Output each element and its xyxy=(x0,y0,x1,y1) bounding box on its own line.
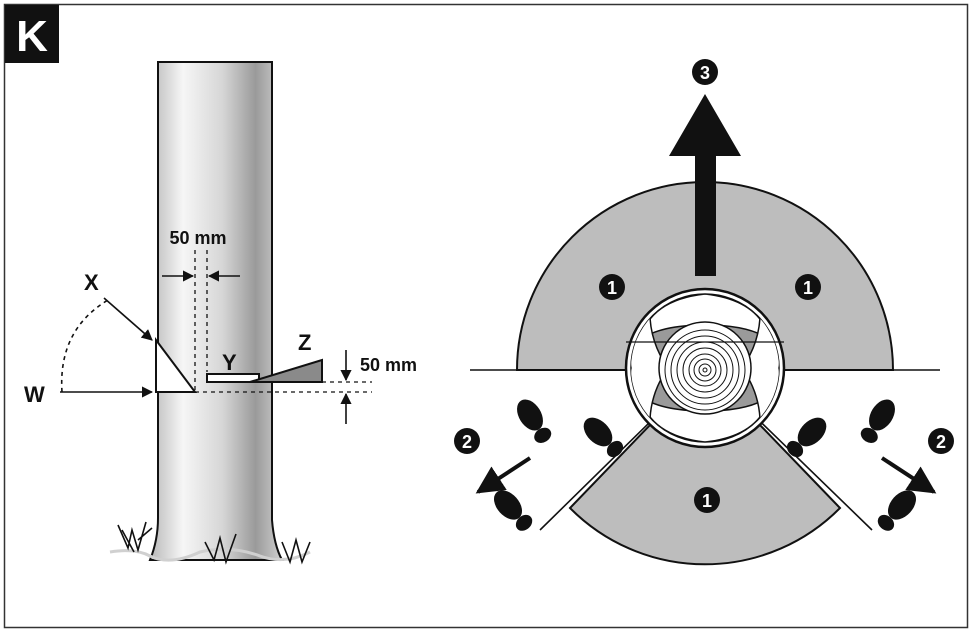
marker-danger-zone-back: 1 xyxy=(694,487,720,513)
footprints-left xyxy=(493,399,624,531)
svg-text:2: 2 xyxy=(462,432,472,452)
marker-escape-route-right: 2 xyxy=(928,428,954,454)
marker-escape-route-left: 2 xyxy=(454,428,480,454)
figure-frame xyxy=(3,3,969,629)
svg-text:1: 1 xyxy=(803,278,813,298)
label-x: X xyxy=(84,270,99,295)
felling-cut xyxy=(206,373,260,383)
svg-text:1: 1 xyxy=(607,278,617,298)
felling-notch xyxy=(155,337,197,393)
guide-lines xyxy=(194,250,372,393)
felling-wedge xyxy=(249,358,323,383)
marker-danger-zone-right: 1 xyxy=(795,274,821,300)
escape-arrows xyxy=(475,456,937,494)
label-z: Z xyxy=(298,330,311,355)
grass-tufts xyxy=(117,521,311,565)
label-y: Y xyxy=(222,350,237,375)
danger-zone-back xyxy=(568,366,842,566)
footprints-right xyxy=(786,399,917,531)
svg-text:1: 1 xyxy=(702,491,712,511)
panel-letter: K xyxy=(16,12,48,61)
tree-trunk xyxy=(109,61,311,562)
stump-cross-section xyxy=(624,287,786,449)
fall-direction-arrow xyxy=(669,94,741,276)
label-w: W xyxy=(24,382,45,407)
step-height-label: 50 mm xyxy=(360,355,417,375)
marker-fall-direction: 3 xyxy=(692,59,718,85)
marker-danger-zone-left: 1 xyxy=(599,274,625,300)
ground-line xyxy=(109,547,311,562)
notch-angle-indicators xyxy=(60,297,154,398)
hinge-width-label: 50 mm xyxy=(169,228,226,248)
svg-text:3: 3 xyxy=(700,63,710,83)
svg-text:2: 2 xyxy=(936,432,946,452)
panel-letter-badge: K xyxy=(5,5,59,63)
